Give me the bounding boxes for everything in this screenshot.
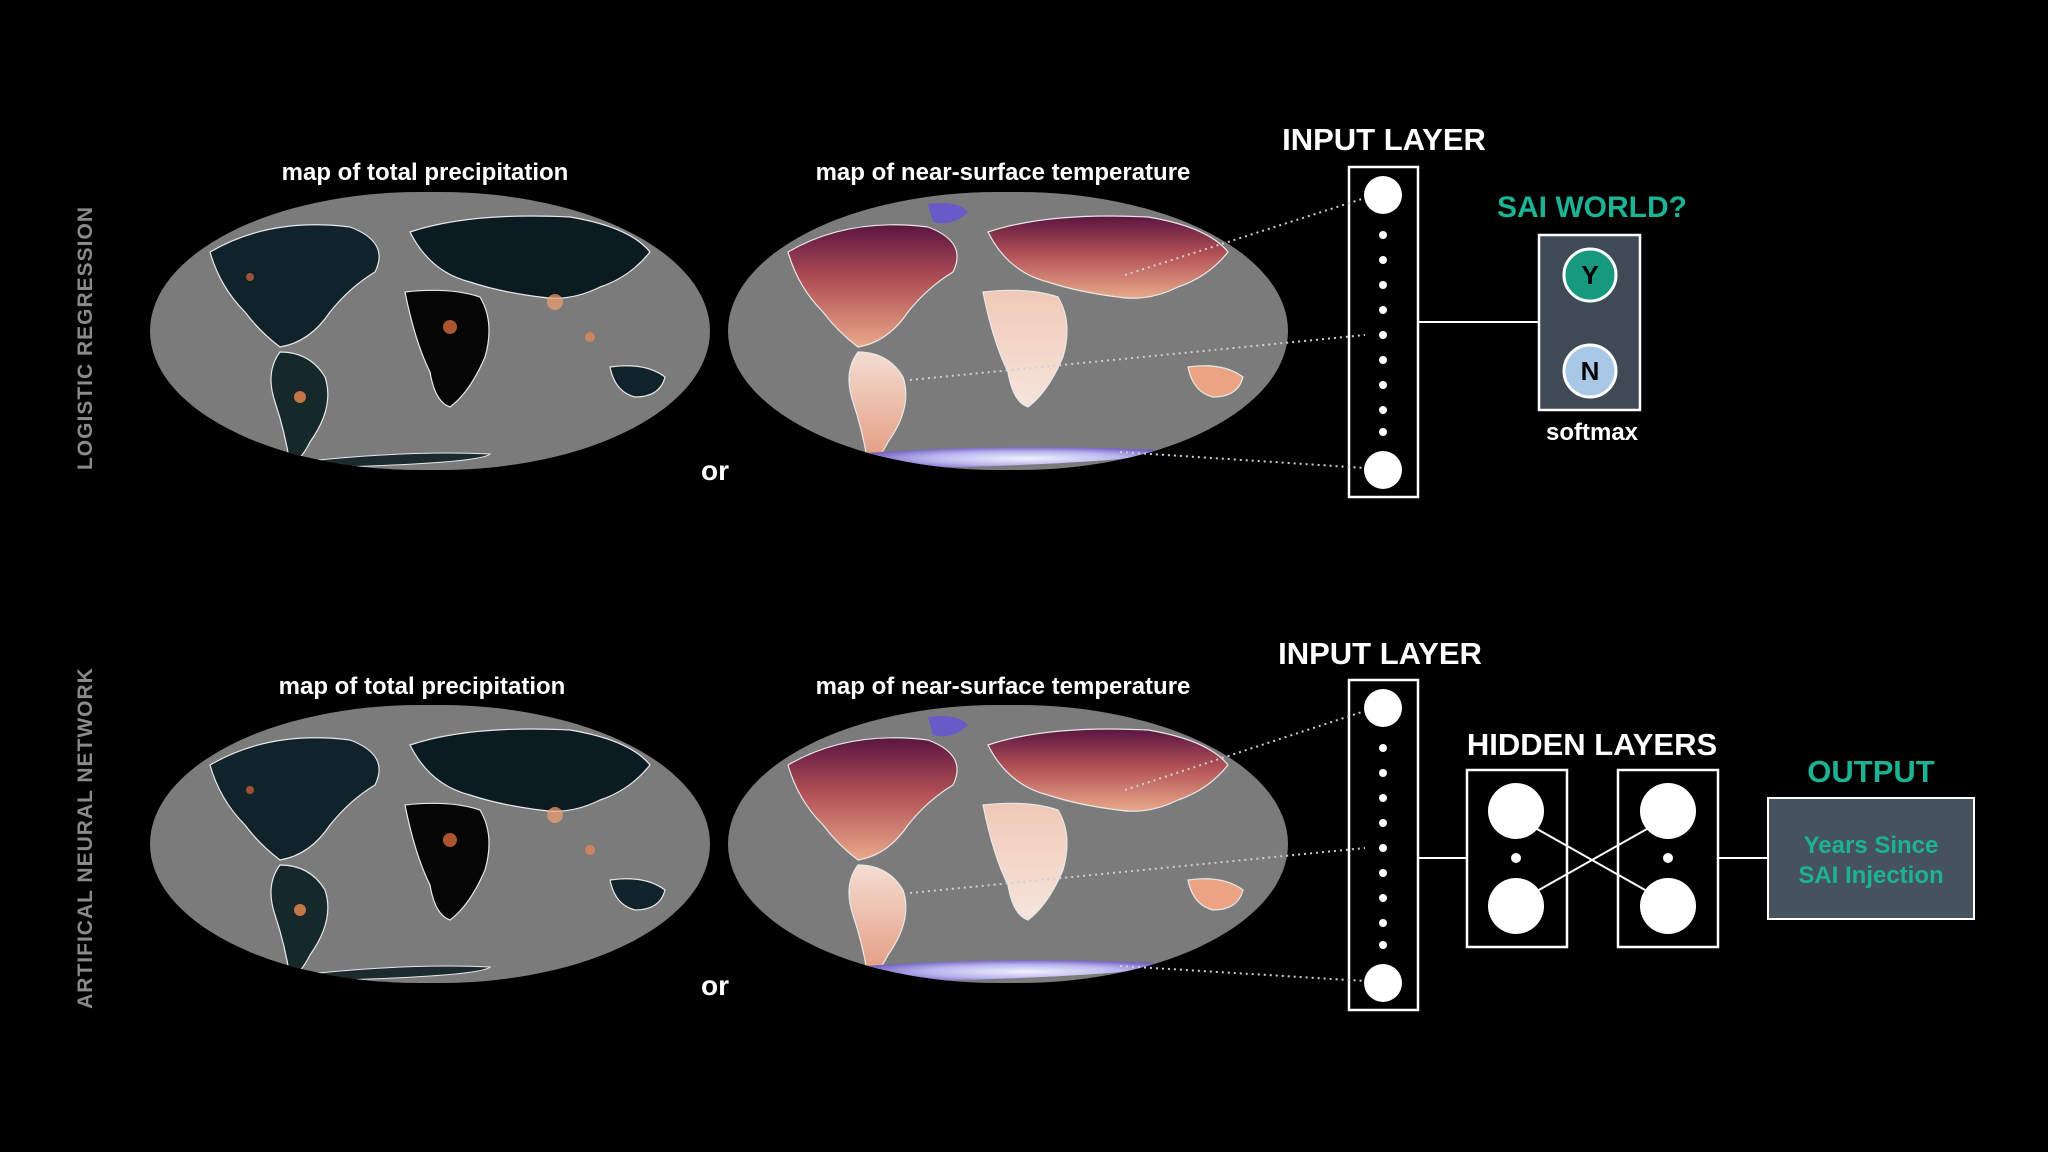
input-layer [1347,165,1420,499]
precip-map [150,192,710,470]
output-box [1767,797,1975,920]
node-y [1562,247,1618,303]
precip-map [150,705,710,983]
softmax-label: softmax [1546,419,1639,446]
temp-map-title: map of near-surface temperature [816,159,1191,186]
output-title: OUTPUT [1807,754,1935,789]
or-label: or [701,455,729,486]
hidden-layers [1465,768,1720,949]
connector-lines [909,197,1366,469]
precip-map-title: map of total precipitation [282,159,569,186]
side-label: LOGISTIC REGRESSION [74,206,97,470]
panel-logistic-regression: LOGISTIC REGRESSION map of total precipi… [74,122,1687,499]
temperature-map [728,192,1288,470]
temp-map-title: map of near-surface temperature [816,673,1191,700]
or-label: or [701,970,729,1001]
node-n-label: N [1581,356,1600,386]
output-line-1: Years Since [1804,832,1939,859]
hidden-layers-title: HIDDEN LAYERS [1467,727,1717,762]
softmax-box [1537,233,1642,412]
panel-neural-network: ARTIFICAL NEURAL NETWORK map of total pr… [74,636,1975,1012]
input-layer-title: INPUT LAYER [1282,122,1486,157]
input-layer-title: INPUT LAYER [1278,636,1482,671]
output-title: SAI WORLD? [1497,191,1687,224]
output-line-2: SAI Injection [1798,862,1943,889]
precip-map-title: map of total precipitation [279,673,566,700]
node-y-label: Y [1581,260,1598,290]
temperature-map [728,705,1288,983]
input-layer [1347,678,1420,1012]
side-label: ARTIFICAL NEURAL NETWORK [74,667,97,1009]
connector-lines [909,710,1366,982]
node-n [1562,343,1618,399]
